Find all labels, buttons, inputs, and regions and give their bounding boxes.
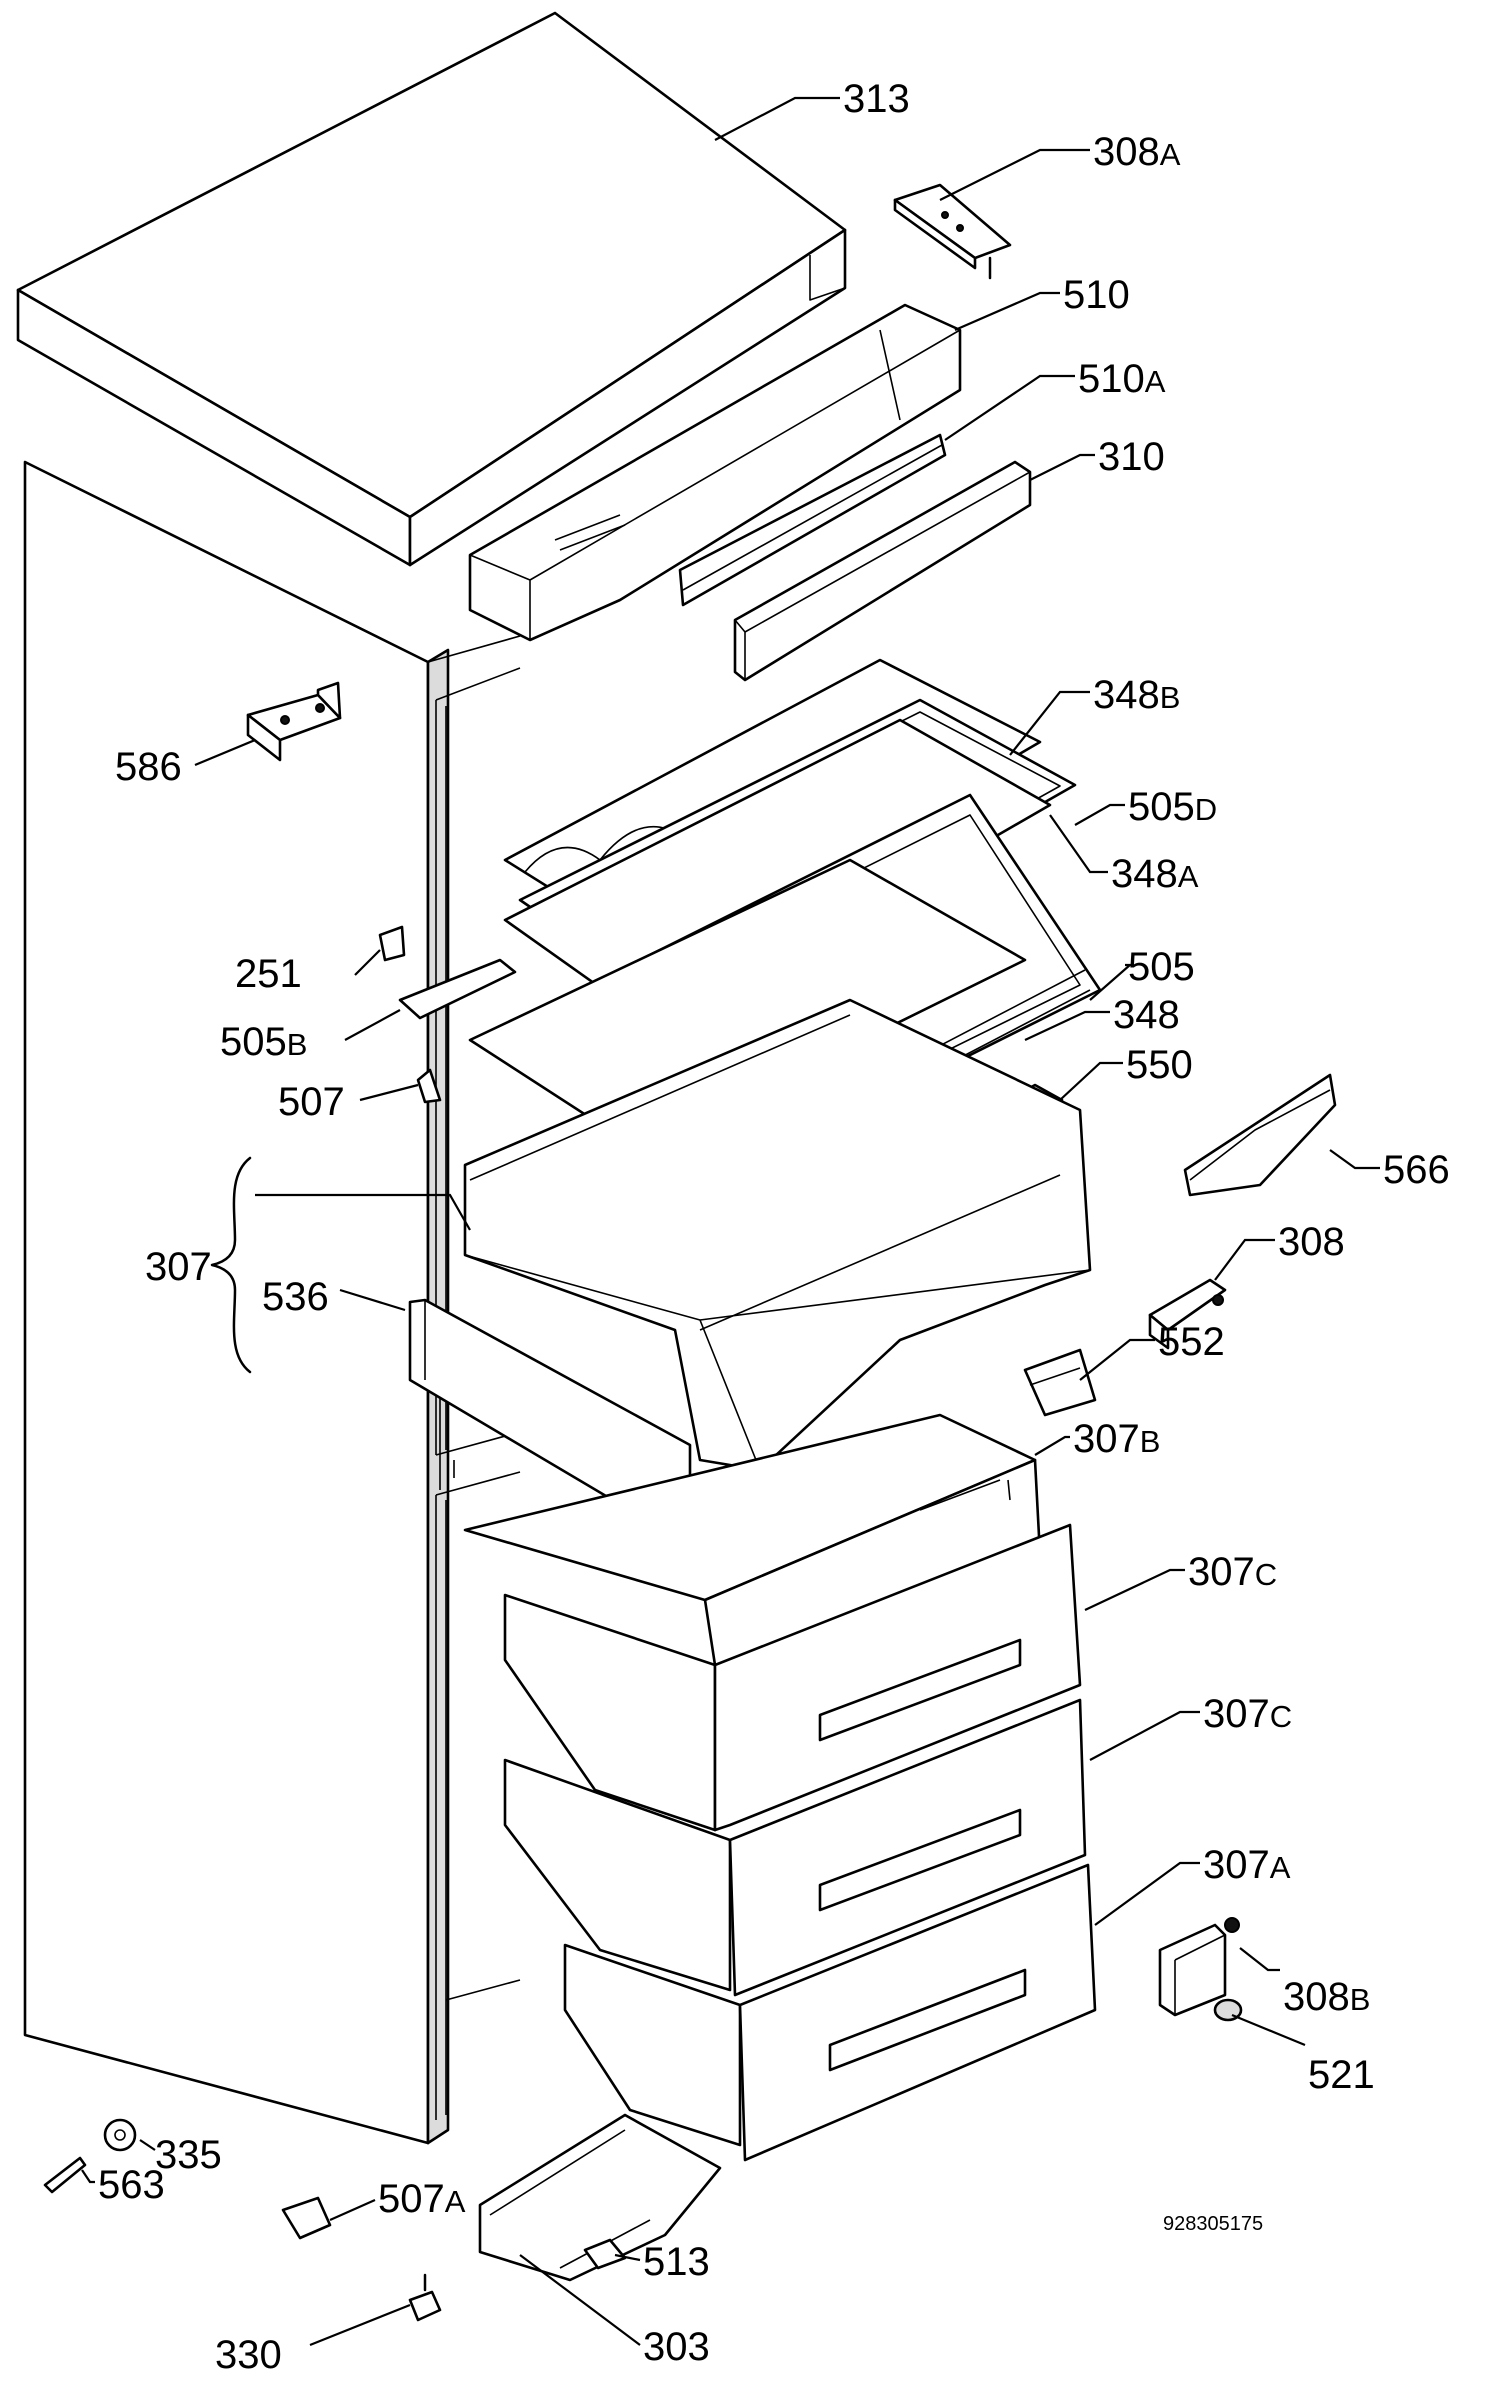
control-panel-510 — [468, 303, 962, 642]
stop-507 — [416, 1068, 442, 1104]
hinge-308a — [893, 183, 1012, 280]
freezer-drawer-307c-upper — [503, 1523, 1082, 1832]
callout-303: 303 — [643, 2325, 710, 2369]
callout-307c-lower: 307C — [1203, 1692, 1292, 1736]
rail-505b — [398, 958, 517, 1020]
callout-348a: 348A — [1111, 852, 1199, 896]
callout-510: 510 — [1063, 273, 1130, 317]
callout-510a: 510A — [1078, 357, 1166, 401]
callout-313: 313 — [843, 77, 910, 121]
hinge-308b — [1158, 1917, 1240, 2017]
callout-251: 251 — [235, 952, 302, 996]
top-cover-313 — [16, 11, 847, 567]
divider-566 — [1183, 1073, 1337, 1197]
callout-labels: 313 308A 510 510A 310 348B 586 505D 348A… — [98, 77, 1450, 2377]
callout-552: 552 — [1158, 1320, 1225, 1364]
kick-plate-303 — [478, 2113, 722, 2282]
callout-507: 507 — [278, 1080, 345, 1124]
callout-310: 310 — [1098, 435, 1165, 479]
slider-552 — [1023, 1348, 1097, 1417]
pin-563 — [43, 2156, 87, 2194]
callout-563: 563 — [98, 2163, 165, 2207]
callout-307: 307 — [145, 1245, 212, 1289]
callout-507a: 507A — [378, 2177, 466, 2221]
callout-505b: 505B — [220, 1020, 307, 1064]
leader-lines — [81, 96, 1380, 2347]
freezer-drawer-307a — [563, 1863, 1097, 2162]
callout-505d: 505D — [1128, 785, 1217, 829]
callout-513: 513 — [643, 2240, 710, 2284]
callout-348: 348 — [1113, 993, 1180, 1037]
callout-330: 330 — [215, 2333, 282, 2377]
foot-330 — [408, 2273, 442, 2322]
callout-348b: 348B — [1093, 673, 1180, 717]
callout-307a: 307A — [1203, 1843, 1291, 1887]
catch-251 — [378, 925, 406, 962]
callout-505: 505 — [1128, 945, 1195, 989]
callout-521: 521 — [1308, 2053, 1375, 2097]
callout-308: 308 — [1278, 1220, 1345, 1264]
callout-307b: 307B — [1073, 1417, 1160, 1461]
document-number: 928305175 — [1163, 2213, 1263, 2235]
cabinet-body — [23, 460, 521, 2145]
callout-308b: 308B — [1283, 1975, 1370, 2019]
freezer-drawer-307c-lower — [503, 1698, 1087, 1997]
callout-566: 566 — [1383, 1148, 1450, 1192]
callout-308a: 308A — [1093, 130, 1181, 174]
crisper-drawer-307 — [463, 998, 1092, 1472]
clip-507a — [281, 2196, 332, 2240]
hinge-308 — [1148, 1278, 1227, 1350]
freezer-lid-307b — [463, 1413, 1042, 1667]
callout-586: 586 — [115, 745, 182, 789]
callout-307c-upper: 307C — [1188, 1550, 1277, 1594]
bracket-586 — [246, 681, 342, 762]
foot-335 — [103, 2118, 137, 2152]
handle-310 — [733, 460, 1032, 682]
callout-335: 335 — [155, 2133, 222, 2177]
callout-536: 536 — [262, 1275, 329, 1319]
cover-strip-510a — [678, 433, 947, 607]
callout-550: 550 — [1126, 1043, 1193, 1087]
